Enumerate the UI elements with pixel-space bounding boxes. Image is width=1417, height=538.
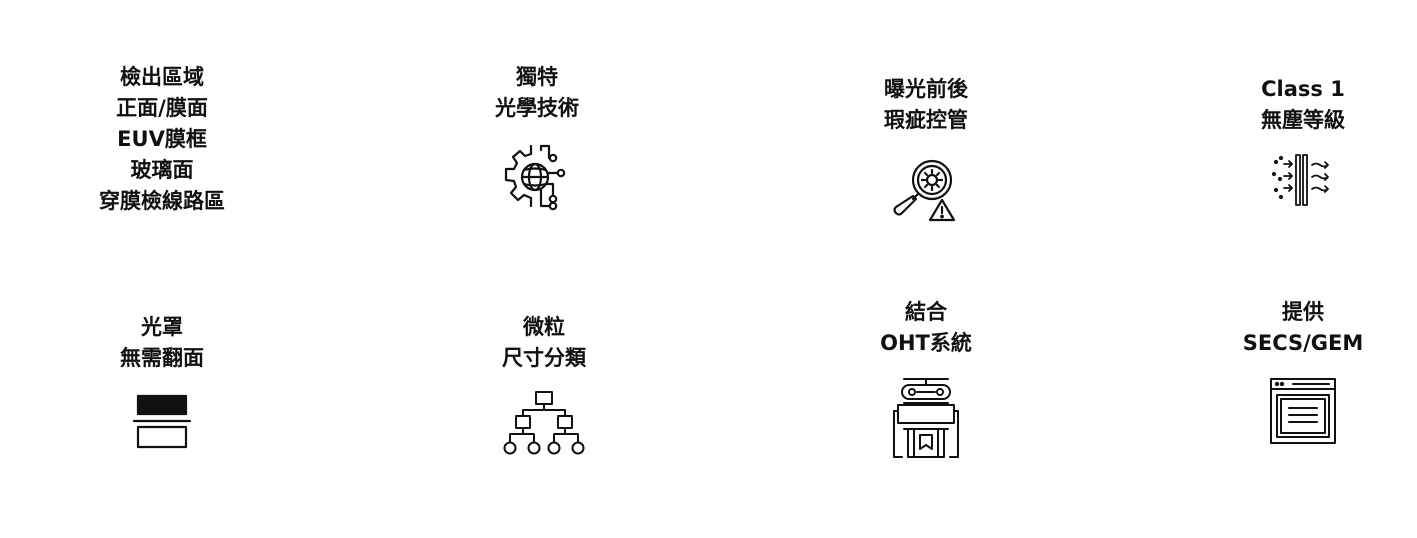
feature-no-flip: 光罩 無需翻面 bbox=[42, 312, 282, 454]
feature-label: Class 1 無塵等級 bbox=[1261, 77, 1345, 132]
gear-globe-circuit-icon bbox=[491, 140, 583, 224]
feature-secs-gem: 提供 SECS/GEM bbox=[1183, 297, 1417, 447]
feature-optical-tech: 獨特 光學技術 bbox=[417, 62, 657, 224]
feature-label: 微粒 尺寸分類 bbox=[502, 315, 586, 370]
feature-detection-area: 檢出區域 正面/膜面 EUV膜框 玻璃面 穿膜檢線路區 bbox=[42, 62, 282, 217]
feature-label: 結合 OHT系統 bbox=[880, 300, 972, 355]
mask-layers-icon bbox=[130, 390, 194, 454]
feature-defect-control: 曝光前後 瑕疵控管 bbox=[806, 74, 1046, 228]
feature-label: 提供 SECS/GEM bbox=[1242, 300, 1364, 355]
feature-particle-sizing: 微粒 尺寸分類 bbox=[424, 312, 664, 460]
feature-oht-system: 結合 OHT系統 bbox=[806, 297, 1046, 461]
feature-label: 獨特 光學技術 bbox=[495, 65, 579, 120]
magnifier-warning-icon bbox=[888, 152, 964, 228]
feature-label: 曝光前後 瑕疵控管 bbox=[884, 77, 968, 132]
feature-label: 檢出區域 正面/膜面 EUV膜框 玻璃面 穿膜檢線路區 bbox=[99, 65, 225, 213]
air-filter-icon bbox=[1268, 152, 1338, 208]
overhead-robot-icon bbox=[884, 375, 968, 461]
feature-label: 光罩 無需翻面 bbox=[120, 315, 204, 370]
feature-clean-class: Class 1 無塵等級 bbox=[1183, 74, 1417, 208]
software-window-icon bbox=[1267, 375, 1339, 447]
hierarchy-tree-icon bbox=[498, 390, 590, 460]
